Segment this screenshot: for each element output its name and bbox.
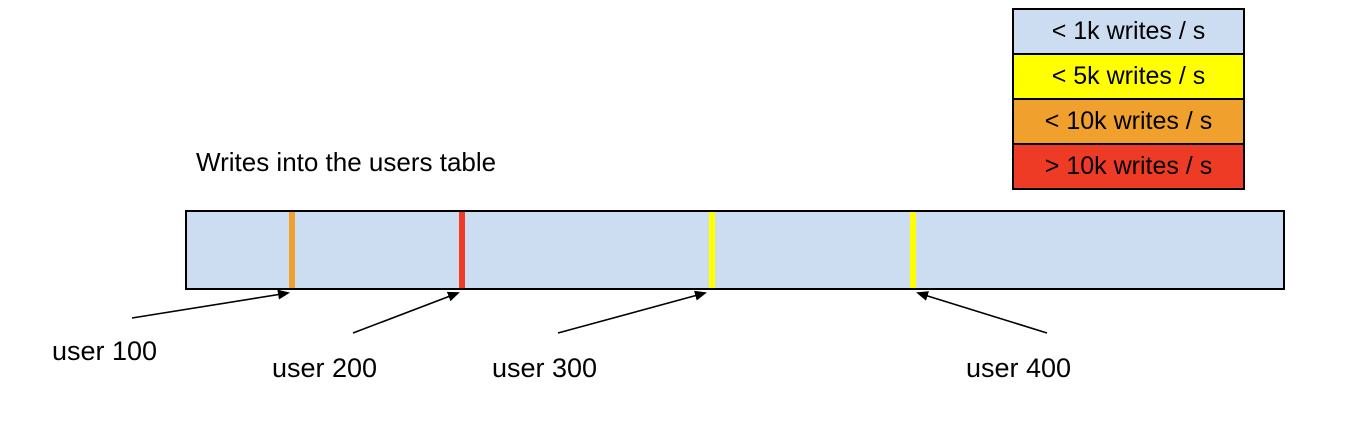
write-rate-legend: < 1k writes / s < 5k writes / s < 10k wr… (1012, 8, 1245, 190)
hotspot-marker-user-400 (909, 212, 916, 288)
legend-item-label: > 10k writes / s (1044, 152, 1213, 180)
user-label: user 400 (966, 353, 1072, 383)
user-label: user 300 (492, 353, 598, 383)
users-table-bar (185, 210, 1285, 290)
legend-item-label: < 1k writes / s (1051, 17, 1206, 45)
hotspot-marker-user-300 (708, 212, 715, 288)
user-label: user 100 (52, 336, 158, 366)
pointer-arrow (557, 290, 707, 334)
legend-item-lt-5k: < 5k writes / s (1012, 53, 1245, 100)
pointer-arrow (352, 291, 460, 334)
diagram-title: Writes into the users table (196, 147, 497, 177)
hotspot-marker-user-100 (288, 212, 295, 288)
legend-item-gt-10k: > 10k writes / s (1012, 143, 1245, 190)
pointer-arrows (131, 289, 1048, 334)
pointer-arrow (131, 289, 290, 319)
legend-item-label: < 5k writes / s (1051, 62, 1206, 90)
hotspot-marker-user-200 (458, 212, 465, 288)
legend-item-label: < 10k writes / s (1044, 107, 1213, 135)
legend-item-lt-1k: < 1k writes / s (1012, 8, 1245, 55)
user-label: user 200 (272, 353, 378, 383)
pointer-arrow (916, 291, 1048, 334)
legend-item-lt-10k: < 10k writes / s (1012, 98, 1245, 145)
